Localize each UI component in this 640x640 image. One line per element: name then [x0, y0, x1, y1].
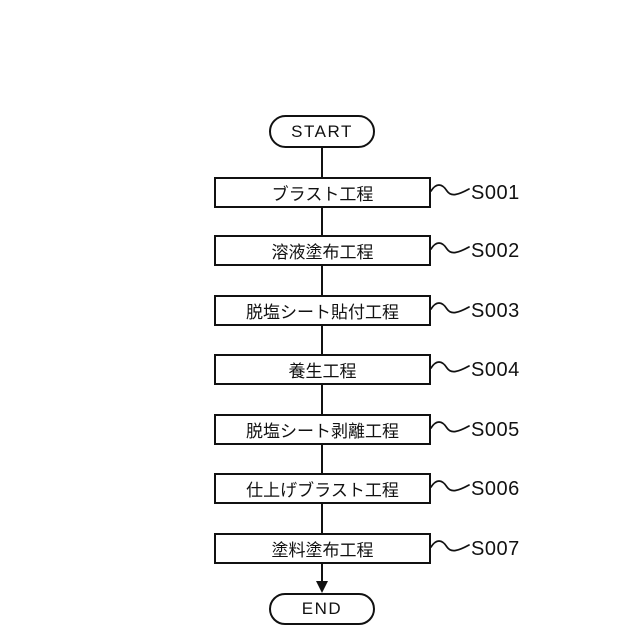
step-id-label: S001 — [471, 182, 520, 204]
step-id-label: S005 — [471, 419, 520, 441]
callout-squiggle — [430, 480, 470, 492]
process-label: 塗料塗布工程 — [271, 541, 374, 560]
callout-squiggle — [430, 361, 470, 373]
connector-line — [321, 445, 323, 473]
connector-line — [321, 208, 323, 235]
connector-line — [321, 385, 323, 414]
process-label: 養生工程 — [288, 362, 357, 381]
callout-squiggle — [430, 184, 470, 196]
end-terminal: END — [269, 593, 375, 625]
arrowhead-icon — [316, 581, 328, 593]
step-id-label: S004 — [471, 359, 520, 381]
end-label: END — [301, 599, 343, 618]
process-box-s004: 養生工程 — [214, 354, 431, 385]
callout-squiggle — [430, 242, 470, 254]
process-label: ブラスト工程 — [271, 185, 374, 204]
step-id-label: S006 — [471, 478, 520, 500]
process-label: 脱塩シート貼付工程 — [246, 303, 399, 322]
process-box-s003: 脱塩シート貼付工程 — [214, 295, 431, 326]
connector-line — [321, 326, 323, 354]
callout-squiggle — [430, 540, 470, 552]
callout-squiggle — [430, 302, 470, 314]
connector-line — [321, 148, 323, 177]
process-box-s005: 脱塩シート剥離工程 — [214, 414, 431, 445]
start-terminal: START — [269, 115, 375, 148]
start-label: START — [291, 121, 353, 141]
process-box-s006: 仕上げブラスト工程 — [214, 473, 431, 504]
process-label: 溶液塗布工程 — [271, 243, 374, 262]
process-box-s001: ブラスト工程 — [214, 177, 431, 208]
step-id-label: S007 — [471, 538, 520, 560]
step-id-label: S003 — [471, 300, 520, 322]
connector-line — [321, 564, 323, 582]
process-box-s007: 塗料塗布工程 — [214, 533, 431, 564]
process-label: 仕上げブラスト工程 — [246, 481, 399, 500]
process-box-s002: 溶液塗布工程 — [214, 235, 431, 266]
connector-line — [321, 266, 323, 295]
step-id-label: S002 — [471, 240, 520, 262]
callout-squiggle — [430, 421, 470, 433]
process-label: 脱塩シート剥離工程 — [246, 422, 399, 441]
connector-line — [321, 504, 323, 533]
